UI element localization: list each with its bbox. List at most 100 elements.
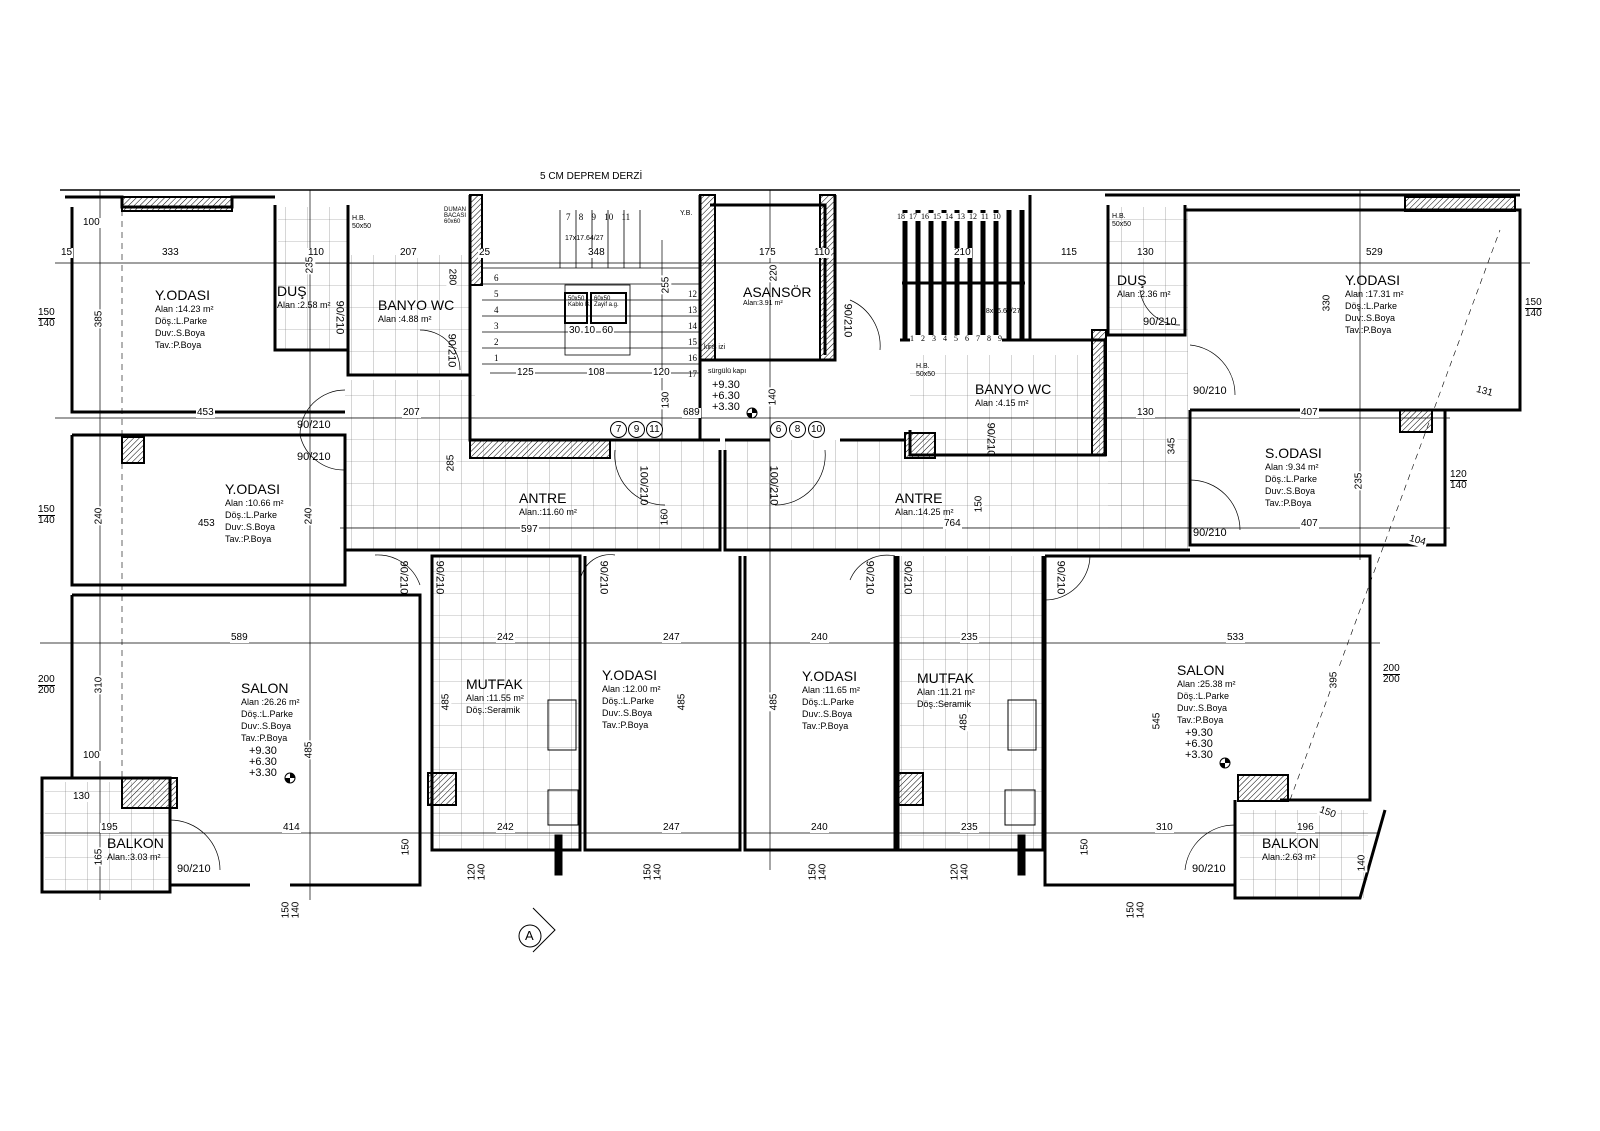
staircase-right: [902, 210, 1025, 340]
room-area: Alan :10.66 m²: [225, 498, 284, 508]
dimension: 100: [82, 750, 101, 761]
room-area: Alan :11.65 m²: [802, 685, 860, 695]
step-number: 15: [688, 337, 697, 347]
dimension: 689: [682, 407, 701, 418]
step-number: 2: [494, 337, 499, 347]
dimension: 150: [973, 494, 985, 514]
room-area: Alan :2.36 m²: [1117, 289, 1171, 299]
window-height: 140: [1525, 308, 1542, 319]
room-area: Alan :4.88 m²: [378, 314, 432, 324]
room-kitchen-2: MUTFAK Alan :11.21 m² Döş.:Seramik: [917, 670, 975, 710]
room-bedroom-5: Y.ODASI Alan :17.31 m² Döş.:L.Parke Duv:…: [1345, 272, 1404, 336]
room-name: ANTRE: [895, 490, 943, 506]
step-number: 13: [957, 212, 965, 221]
dimension: 120: [652, 367, 671, 378]
dimension: 150: [1079, 837, 1091, 857]
dimension: 140: [1356, 853, 1368, 873]
dimension: 414: [282, 822, 301, 833]
dimension: 255: [660, 275, 672, 295]
shaft-label: H.B.: [1112, 213, 1126, 220]
dimension: 533: [1226, 632, 1245, 643]
room-name: SALON: [241, 680, 289, 696]
door-label: 90/210: [297, 451, 331, 463]
room-ceiling: Tav.:P.Boya: [602, 720, 649, 730]
door-label: 90/210: [841, 303, 854, 338]
window-height: 140: [1450, 480, 1467, 491]
dimension: 545: [1151, 711, 1163, 731]
axis-bubble: 10: [808, 421, 825, 438]
room-name: DUŞ: [1117, 272, 1147, 288]
stair-right-spec: 18x16.66/27: [982, 308, 1021, 315]
window-height: 200: [1383, 674, 1400, 685]
room-floor: Döş.:L.Parke: [1177, 691, 1230, 701]
step-number: 4: [943, 334, 947, 343]
shaft-label: Zayif a.g.: [594, 302, 619, 308]
door-label: 90/210: [1193, 527, 1227, 539]
dimension: 330: [1321, 293, 1333, 313]
dimension: 247: [662, 632, 681, 643]
room-name: S.ODASI: [1265, 445, 1322, 461]
stair-right-steps-top: 18 17 16 15 14 13 12 11 10: [897, 213, 1001, 221]
window-height: 140: [652, 863, 664, 881]
room-bedroom-1: Y.ODASI Alan :14.23 m² Döş.:L.Parke Duv:…: [155, 287, 214, 351]
step-number: 18: [897, 212, 905, 221]
dimension: 407: [1300, 407, 1319, 418]
room-floor: Döş.:L.Parke: [241, 709, 294, 719]
room-wall: Duv:.S.Boya: [602, 708, 653, 718]
dimension: 240: [303, 506, 315, 526]
window-height: 140: [476, 863, 488, 881]
dimension: 453: [196, 407, 215, 418]
door-label: 90/210: [177, 863, 211, 875]
shaft-label: H.B.: [352, 215, 366, 222]
shaft-label: Kablo B.: [568, 302, 591, 308]
step-number: 3: [932, 334, 936, 343]
room-ceiling: Tav.:P.Boya: [1177, 715, 1224, 725]
stair-right-steps-bottom: 1 2 3 4 5 6 7 8 9: [910, 335, 1002, 343]
dimension: 235: [1353, 471, 1365, 491]
section-marker: [518, 907, 556, 953]
room-area: Alan :12.00 m²: [602, 684, 661, 694]
axis-bubble: 9: [628, 421, 645, 438]
dimension: 210: [953, 247, 972, 258]
dimension: 597: [520, 524, 539, 535]
room-floor: Döş.:L.Parke: [602, 696, 655, 706]
room-bathroom-2: BANYO WC Alan :4.15 m²: [975, 381, 1051, 409]
dimension: 195: [100, 822, 119, 833]
dimension: 485: [958, 712, 970, 732]
room-area: Alan :11.21 m²: [917, 687, 975, 697]
elevation-level: +3.30: [712, 401, 740, 413]
dimension: 235: [960, 822, 979, 833]
window-height: 140: [1135, 901, 1147, 919]
room-wall: Duv:.S.Boya: [241, 721, 292, 731]
dimension: 310: [93, 675, 105, 695]
elevation-markers: [284, 407, 1231, 784]
hidden-lines: [121, 210, 1501, 801]
dimension: 25: [478, 247, 492, 258]
dimension: 385: [93, 309, 105, 329]
dimension: 285: [445, 453, 457, 473]
beam-trace-label: kiriş izi: [704, 344, 725, 351]
door-label: 90/210: [433, 560, 446, 595]
room-area: Alan.:14.25 m²: [895, 507, 954, 517]
dimension: 764: [943, 518, 962, 529]
room-elevator: ASANSÖR Alan:3.91 m²: [743, 284, 811, 308]
step-number: 1: [910, 334, 914, 343]
dimension: 100: [82, 217, 101, 228]
dimension: 240: [810, 632, 829, 643]
dimension: 529: [1365, 247, 1384, 258]
door-label: 90/210: [445, 333, 458, 368]
columns: [121, 194, 1516, 809]
elevation-level: +9.30: [712, 379, 740, 391]
shaft-label-1: H.B.50x50: [352, 215, 371, 231]
elevation-level: +6.30: [249, 756, 277, 768]
room-area: Alan.:3.03 m²: [107, 852, 161, 862]
core-elevation-levels: +9.30 +6.30 +3.30: [712, 380, 740, 413]
step-number: 17: [688, 369, 697, 379]
